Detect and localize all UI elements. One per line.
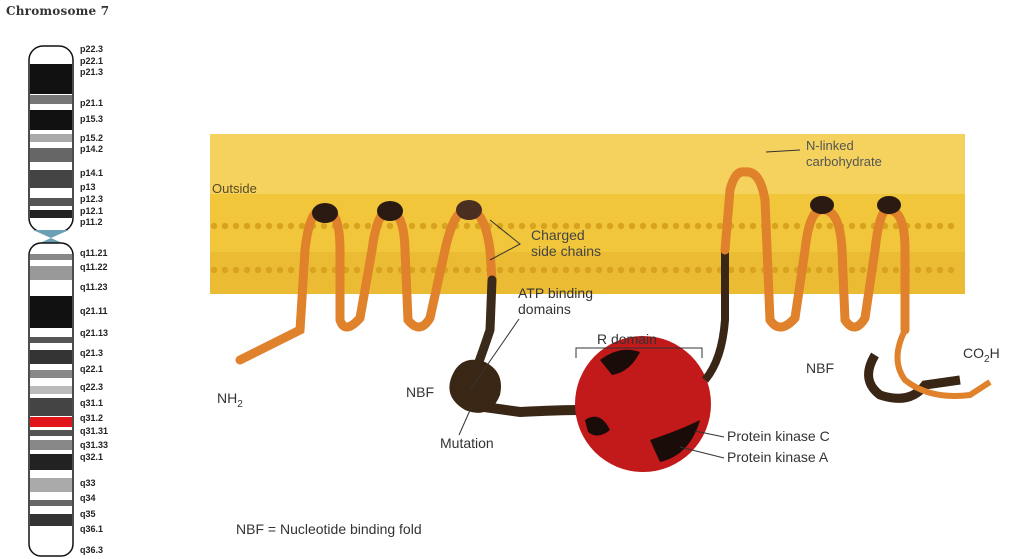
atp-label-line2: domains [518, 301, 571, 317]
charged-label-line1: Charged [531, 227, 585, 243]
pkc-label: Protein kinase C [727, 428, 830, 444]
carbohydrate-label-line1: N-linked [806, 138, 854, 153]
nbf-left-label: NBF [406, 384, 434, 400]
outside-label: Outside [212, 181, 257, 196]
nbf-right-domain [869, 355, 960, 398]
co2h-label: CO2H [963, 345, 1000, 365]
charged-label-line2: side chains [531, 243, 601, 259]
r-domain-label: R domain [597, 331, 657, 347]
atp-label-line1: ATP binding [518, 285, 593, 301]
nbf-right-label: NBF [806, 360, 834, 376]
r-domain [575, 336, 711, 472]
mutation-label: Mutation [440, 435, 494, 451]
pka-label: Protein kinase A [727, 449, 829, 465]
nbf-caption: NBF = Nucleotide binding fold [236, 521, 422, 537]
nh2-label: NH2 [217, 390, 243, 410]
carbohydrate-label-line2: carbohydrate [806, 154, 882, 169]
